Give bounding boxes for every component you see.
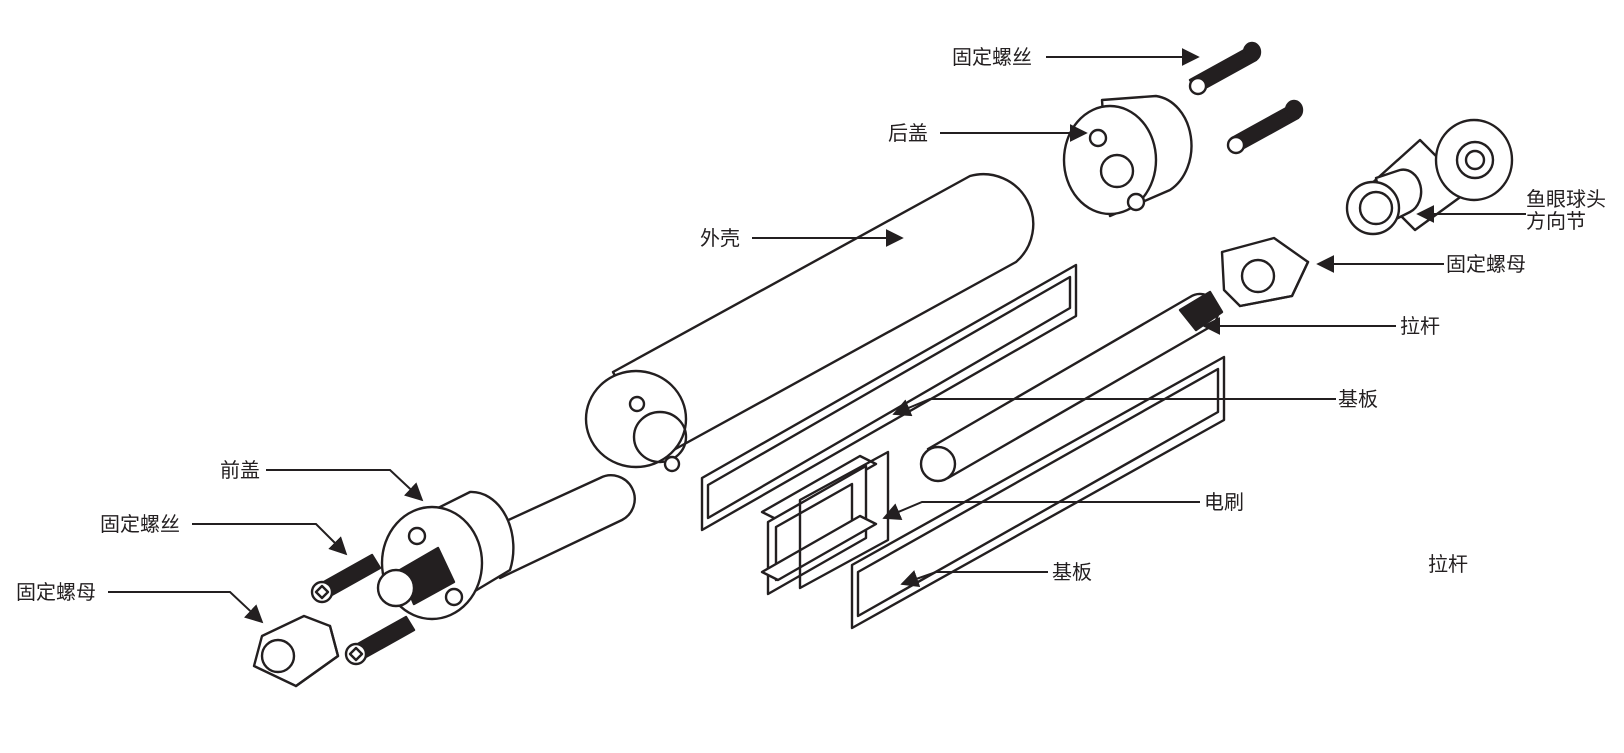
rear-nut-part — [1220, 236, 1310, 308]
substrate-lower-part — [850, 355, 1226, 630]
label-front-nut: 固定螺母 — [16, 580, 96, 604]
label-rod-end-line1: 鱼眼球头 — [1526, 187, 1606, 211]
label-rod-end-line2: 方向节 — [1526, 209, 1586, 233]
rear-screw-lower — [1226, 99, 1304, 155]
substrate-upper-part — [700, 263, 1078, 532]
front-nut-part — [252, 614, 340, 688]
rod-end-part — [1345, 118, 1514, 236]
label-rear-screw: 固定螺丝 — [952, 45, 1032, 69]
label-substrate-upper: 基板 — [1338, 387, 1378, 411]
label-housing: 外壳 — [700, 226, 740, 250]
label-tie-rod: 拉杆 — [1400, 314, 1440, 338]
leader-front-nut — [108, 591, 264, 624]
label-brush: 电刷 — [1204, 490, 1244, 514]
rear-screw-upper — [1188, 41, 1262, 96]
brush-part — [760, 450, 890, 596]
front-cover-part — [376, 474, 636, 621]
rear-cover-part — [1062, 94, 1193, 218]
leader-substrate-upper — [892, 398, 1336, 417]
front-screw-lower — [344, 615, 416, 666]
front-screw-upper — [310, 553, 382, 604]
label-rod-end: 鱼眼球头 方向节 — [1526, 188, 1606, 232]
leader-substrate-lower — [900, 570, 1048, 588]
leader-brush — [882, 501, 1200, 521]
label-substrate-lower: 基板 — [1052, 560, 1092, 584]
housing-part — [584, 173, 1035, 473]
label-front-screw: 固定螺丝 — [100, 512, 180, 536]
label-rear-nut: 固定螺母 — [1446, 252, 1526, 276]
label-front-cover: 前盖 — [220, 458, 260, 482]
tie-rod-part — [919, 290, 1224, 483]
label-rear-cover: 后盖 — [888, 121, 928, 145]
label-tie-rod-standalone: 拉杆 — [1428, 552, 1468, 576]
leader-front-screw — [192, 523, 348, 556]
leader-front-cover — [266, 469, 424, 502]
